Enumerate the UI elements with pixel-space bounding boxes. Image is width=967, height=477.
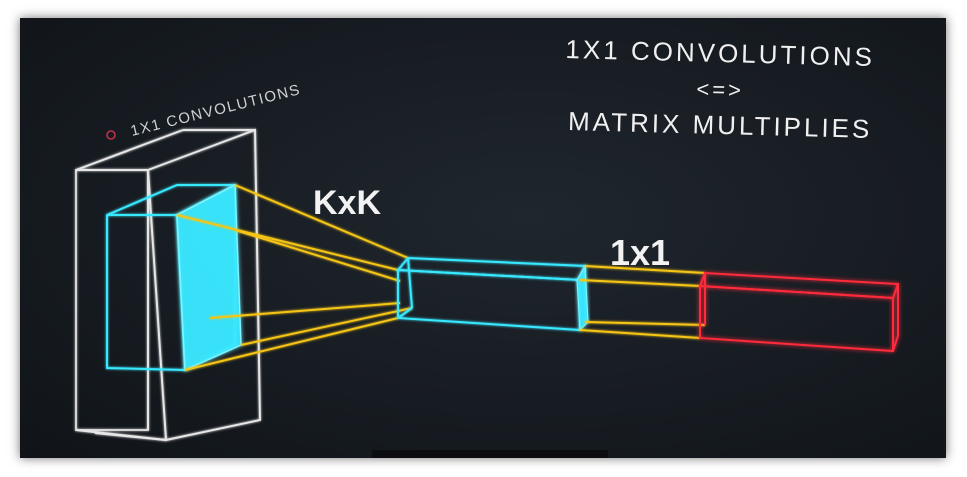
one-by-one-label: 1x1 xyxy=(610,232,670,273)
video-frame: 1X1 CONVOLUTIONS xyxy=(20,18,946,458)
title-line-3: MATRIX MULTIPLIES xyxy=(568,106,873,144)
one-by-one-yellow-section xyxy=(579,265,706,339)
convolution-diagram: 1X1 CONVOLUTIONS xyxy=(75,34,900,442)
tag-group: 1X1 CONVOLUTIONS xyxy=(106,81,303,140)
kernel-slice-fill xyxy=(176,183,242,372)
bottom-strip xyxy=(372,450,608,458)
middle-cyan-bar xyxy=(395,256,587,332)
title-line-1: 1X1 CONVOLUTIONS xyxy=(565,34,875,72)
tag-label: 1X1 CONVOLUTIONS xyxy=(129,81,303,140)
input-volume-box xyxy=(75,128,262,442)
tag-dot-icon xyxy=(106,130,116,140)
output-red-bar xyxy=(698,271,900,353)
title-group: 1X1 CONVOLUTIONS <=> MATRIX MULTIPLIES xyxy=(565,34,875,144)
title-line-2: <=> xyxy=(696,76,744,102)
kernel-size-label: KxK xyxy=(313,184,381,222)
kxk-projection-lines xyxy=(176,184,413,371)
one-by-one-slice-fill xyxy=(576,263,589,332)
